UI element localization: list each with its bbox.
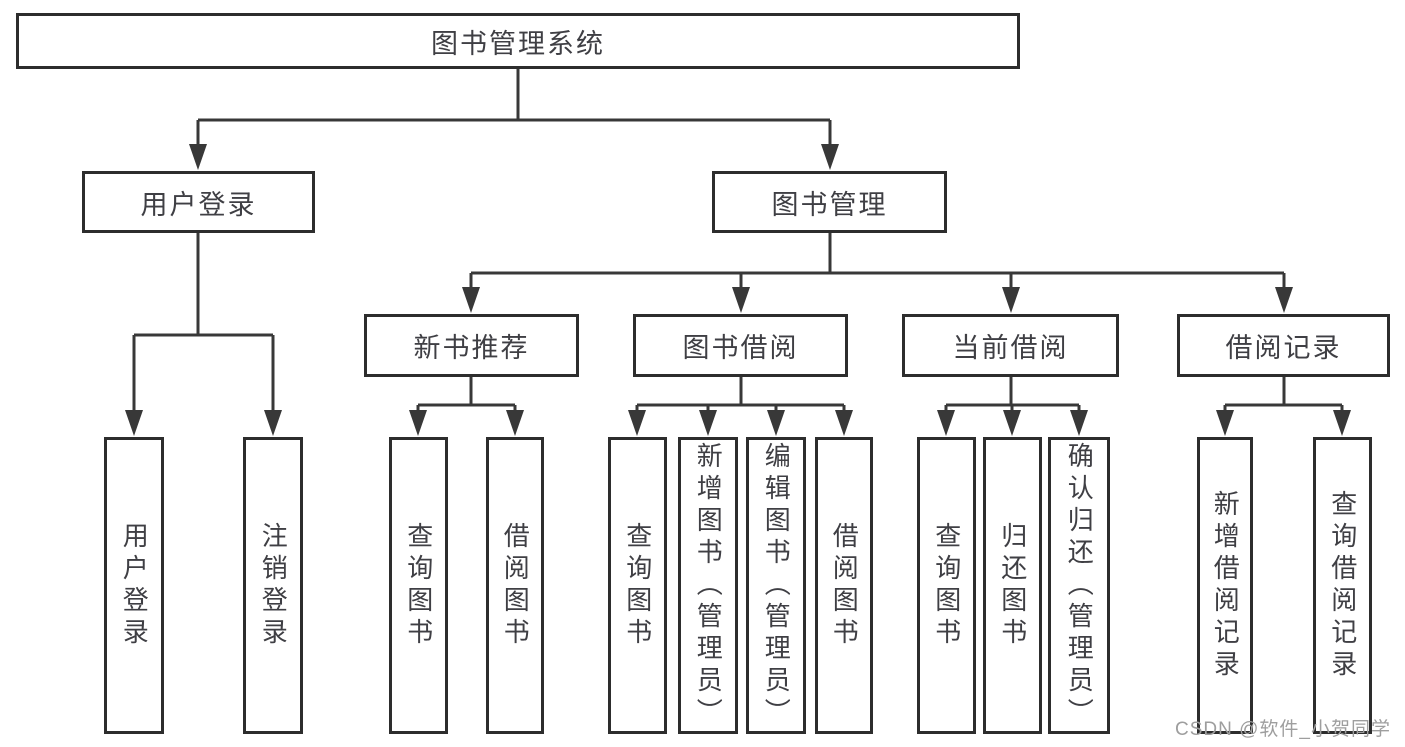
node-label: 借阅记录 [1225,333,1342,363]
arrowhead [732,287,750,313]
node-label: 新增借阅记录 [1210,489,1241,682]
connector-borrow-records-branch [1223,377,1344,416]
node-book-management: 图书管理 [712,171,947,233]
arrowhead [835,410,853,436]
arrowhead [1333,410,1351,436]
arrowhead [125,410,143,436]
node-label: 借阅图书 [500,521,531,650]
node-new-book-recommend: 新书推荐 [364,314,579,377]
node-label: 借阅图书 [829,521,860,650]
node-label: 新书推荐 [413,333,530,363]
arrowhead [1002,287,1020,313]
node-library-management-system: 图书管理系统 [16,13,1020,69]
leaf-borrow-books-recommend: 借阅图书 [486,437,544,734]
csdn-watermark: CSDN @软件_小贺同学 [1175,719,1391,740]
arrowhead [821,144,839,170]
leaf-confirm-return-admin: 确认归还（管理员） [1048,437,1110,734]
leaf-add-books-admin: 新增图书（管理员） [678,437,738,734]
arrowhead [1275,287,1293,313]
node-label: 注销登录 [258,521,289,650]
arrowhead [506,410,524,436]
node-label: 用户登录 [140,189,257,220]
leaf-edit-books-admin: 编辑图书（管理员） [746,437,806,734]
node-label: 编辑图书（管理员） [761,441,792,730]
arrowhead [1003,410,1021,436]
node-label: 确认归还（管理员） [1064,441,1095,730]
arrowhead [628,410,646,436]
node-label: 当前借阅 [952,333,1069,363]
leaf-logout: 注销登录 [243,437,303,734]
node-current-borrowing: 当前借阅 [902,314,1119,377]
leaf-user-login: 用户登录 [104,437,164,734]
node-borrowing-records: 借阅记录 [1177,314,1390,377]
leaf-query-books-current: 查询图书 [917,437,976,734]
leaf-query-books-recommend: 查询图书 [389,437,448,734]
arrowhead [1216,410,1234,436]
arrowhead [189,144,207,170]
connector-book-mgmt-branch [469,233,1286,293]
arrowhead [409,410,427,436]
leaf-query-borrow-record: 查询借阅记录 [1313,437,1372,734]
connector-root [196,69,832,150]
node-label: 查询图书 [622,521,653,650]
arrowhead [699,410,717,436]
node-label: 查询借阅记录 [1327,489,1358,682]
leaf-borrow-books: 借阅图书 [815,437,873,734]
node-label: 归还图书 [997,521,1028,650]
leaf-add-borrow-record: 新增借阅记录 [1197,437,1253,734]
node-label: 图书借阅 [682,333,799,363]
node-user-login: 用户登录 [82,171,315,233]
node-label: 图书管理系统 [431,28,605,59]
leaf-query-books-borrowing: 查询图书 [608,437,667,734]
node-label: 用户登录 [119,521,150,650]
node-label: 新增图书（管理员） [693,441,724,730]
node-label: 查询图书 [403,521,434,650]
arrowhead [767,410,785,436]
leaf-return-books: 归还图书 [983,437,1042,734]
connector-user-login-branch [132,233,275,416]
node-label: 图书管理 [771,189,888,220]
node-label: 查询图书 [931,521,962,650]
arrowhead [1070,410,1088,436]
node-book-borrowing: 图书借阅 [633,314,848,377]
arrowhead [264,410,282,436]
arrowhead [462,287,480,313]
arrowhead [937,410,955,436]
connector-book-borrow-branch [635,377,846,416]
connector-new-books-branch [416,377,517,416]
